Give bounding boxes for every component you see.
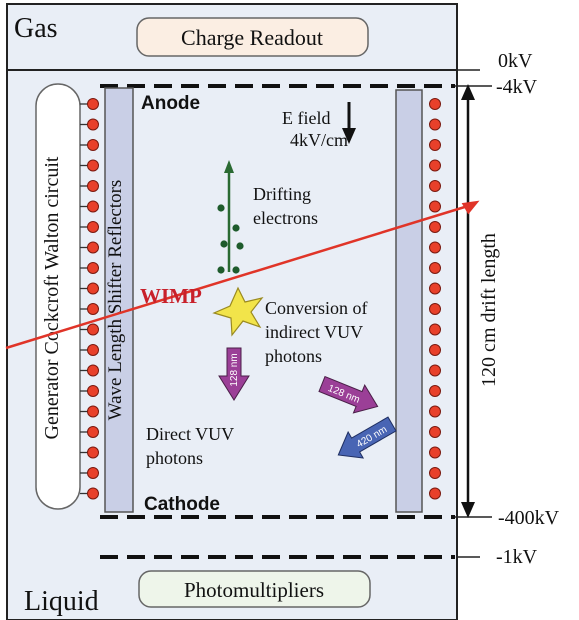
- field-ring-dot: [429, 200, 441, 213]
- field-rings-right: [429, 98, 441, 500]
- field-ring-dot: [87, 446, 99, 459]
- electron: [217, 204, 225, 212]
- field-ring-dot: [87, 303, 99, 315]
- direct-vuv-label-line2: photons: [146, 448, 203, 468]
- electron: [232, 224, 240, 232]
- field-ring-dot: [429, 405, 441, 418]
- direct-vuv-label-line1: Direct VUV: [146, 424, 234, 444]
- cockcroft-walton-label: Generator Cockcroft Walton circuit: [41, 156, 63, 439]
- liquid-label: Liquid: [24, 586, 99, 617]
- e-field-arrow-head: [342, 128, 356, 144]
- field-ring-dot: [429, 262, 441, 274]
- charge-readout-label: Charge Readout: [181, 25, 323, 50]
- field-ring-dot: [429, 303, 441, 315]
- wimp-label: WIMP: [140, 284, 202, 308]
- wls-reflector-label: Wave Length Shifter Reflectors: [105, 180, 126, 421]
- field-ring-dot: [87, 344, 99, 356]
- field-ring-dot: [429, 118, 441, 131]
- field-ring-dot: [429, 426, 441, 438]
- cathode-label: Cathode: [144, 494, 220, 515]
- drift-arrow-bottom-head: [461, 502, 475, 518]
- field-ring-dot: [429, 282, 441, 295]
- field-ring-dot: [429, 364, 441, 377]
- electron: [217, 266, 225, 274]
- field-ring-dot: [87, 364, 99, 377]
- field-ring-dot: [87, 282, 99, 295]
- wls-reflector-right: [395, 89, 423, 513]
- photon-128-label-direct: 128 nm: [229, 353, 240, 386]
- field-ring-dot: [87, 221, 99, 233]
- field-ring-dot: [429, 241, 441, 254]
- drifting-label-line1: Drifting: [253, 184, 311, 204]
- field-ring-dot: [87, 180, 99, 192]
- field-ring-dot: [87, 323, 99, 336]
- field-ring-dot: [87, 405, 99, 418]
- field-ring-dot: [429, 180, 441, 192]
- field-ring-dot: [87, 139, 99, 151]
- field-ring-dot: [87, 426, 99, 438]
- field-ring-dot: [87, 159, 99, 172]
- anode-label: Anode: [141, 93, 200, 114]
- electron-drift-arrow-head: [224, 160, 234, 173]
- electron: [236, 242, 244, 250]
- field-ring-dot: [429, 323, 441, 336]
- wls-reflector-left: [104, 87, 134, 513]
- field-ring-dot: [87, 118, 99, 131]
- electron: [220, 240, 228, 248]
- field-ring-dot: [429, 487, 441, 500]
- field-ring-dot: [87, 487, 99, 500]
- electron: [232, 266, 240, 274]
- drift-length-label: 120 cm drift length: [478, 233, 500, 387]
- field-ring-dot: [87, 262, 99, 274]
- cockcroft-walton-generator: [35, 83, 81, 510]
- field-ring-dot: [87, 385, 99, 397]
- e-field-label-line1: E field: [282, 108, 330, 128]
- wimp-track-arrow-head: [461, 200, 480, 215]
- field-ring-dot: [87, 200, 99, 213]
- drift-arrow-top-head: [461, 84, 475, 100]
- e-field-label-line2: 4kV/cm: [290, 130, 348, 150]
- gas-label: Gas: [14, 13, 58, 44]
- field-ring-dot: [429, 221, 441, 233]
- charge-readout-box: [136, 17, 369, 57]
- field-ring-dot: [87, 98, 99, 110]
- field-ring-dot: [87, 241, 99, 254]
- field-ring-dot: [429, 446, 441, 459]
- voltage-400kv: -400kV: [498, 507, 560, 529]
- field-ring-dot: [429, 139, 441, 151]
- field-ring-dot: [429, 98, 441, 110]
- field-ring-dot: [429, 159, 441, 172]
- conversion-label-line3: photons: [265, 346, 322, 366]
- field-ring-dot: [87, 467, 99, 479]
- field-ring-dot: [429, 385, 441, 397]
- field-ring-dot: [429, 467, 441, 479]
- photon-arrow-icon: 128 nm: [218, 347, 250, 401]
- interaction-star-icon: [212, 286, 264, 337]
- conversion-label-line2: indirect VUV: [265, 322, 363, 342]
- voltage-1kv: -1kV: [496, 546, 538, 568]
- vessel-liquid-region: [6, 69, 458, 620]
- drifting-label-line2: electrons: [253, 208, 318, 228]
- photomultipliers-box: [138, 570, 371, 608]
- photomultipliers-label: Photomultipliers: [184, 578, 324, 602]
- voltage-4kv: -4kV: [496, 76, 538, 98]
- field-rings-left: [87, 98, 99, 500]
- wimp-track: [5, 204, 469, 350]
- voltage-0kv: 0kV: [498, 50, 533, 72]
- conversion-label-line1: Conversion of: [265, 298, 368, 318]
- field-ring-dot: [429, 344, 441, 356]
